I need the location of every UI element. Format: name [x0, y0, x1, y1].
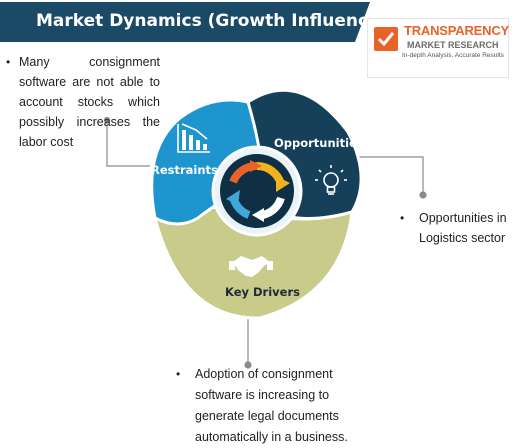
label-restraints: Restraints [151, 163, 218, 177]
lightbulb-icon [315, 165, 347, 195]
title-banner-shape [0, 2, 370, 42]
logo-line-2: MARKET RESEARCH [407, 40, 499, 50]
note-key-drivers-text: Adoption of consignment software is incr… [195, 367, 348, 444]
note-key-drivers: • Adoption of consignment software is in… [176, 364, 366, 448]
note-opportunities: • Opportunities in Logistics sector [400, 208, 515, 248]
logo-line-1: TRANSPARENCY [404, 23, 509, 38]
connector-opportunities [342, 156, 427, 199]
logo-tagline: In-depth Analysis. Accurate Results [402, 52, 504, 59]
company-logo: TRANSPARENCY MARKET RESEARCH In-depth An… [367, 18, 509, 78]
label-opportunities: Opportunities [274, 136, 364, 150]
bar-chart-down-icon [177, 123, 210, 153]
cycle-arrows-icon [226, 160, 290, 222]
note-restraints-text: Many consignment software are not able t… [19, 55, 160, 149]
handshake-icon [229, 256, 273, 277]
bullet-key-drivers: • [176, 367, 181, 381]
logo-check-icon [374, 27, 398, 51]
note-restraints: • Many consignment software are not able… [0, 52, 160, 152]
page-title: Market Dynamics (Growth Influencers) [36, 11, 406, 31]
connector-restraints [103, 116, 150, 167]
bullet-opportunities: • [400, 211, 405, 225]
bullet-restraints: • [6, 55, 11, 69]
label-key-drivers: Key Drivers [225, 285, 300, 299]
note-opportunities-text: Opportunities in Logistics sector [419, 211, 507, 245]
title-banner: Market Dynamics (Growth Influencers) [0, 2, 406, 42]
